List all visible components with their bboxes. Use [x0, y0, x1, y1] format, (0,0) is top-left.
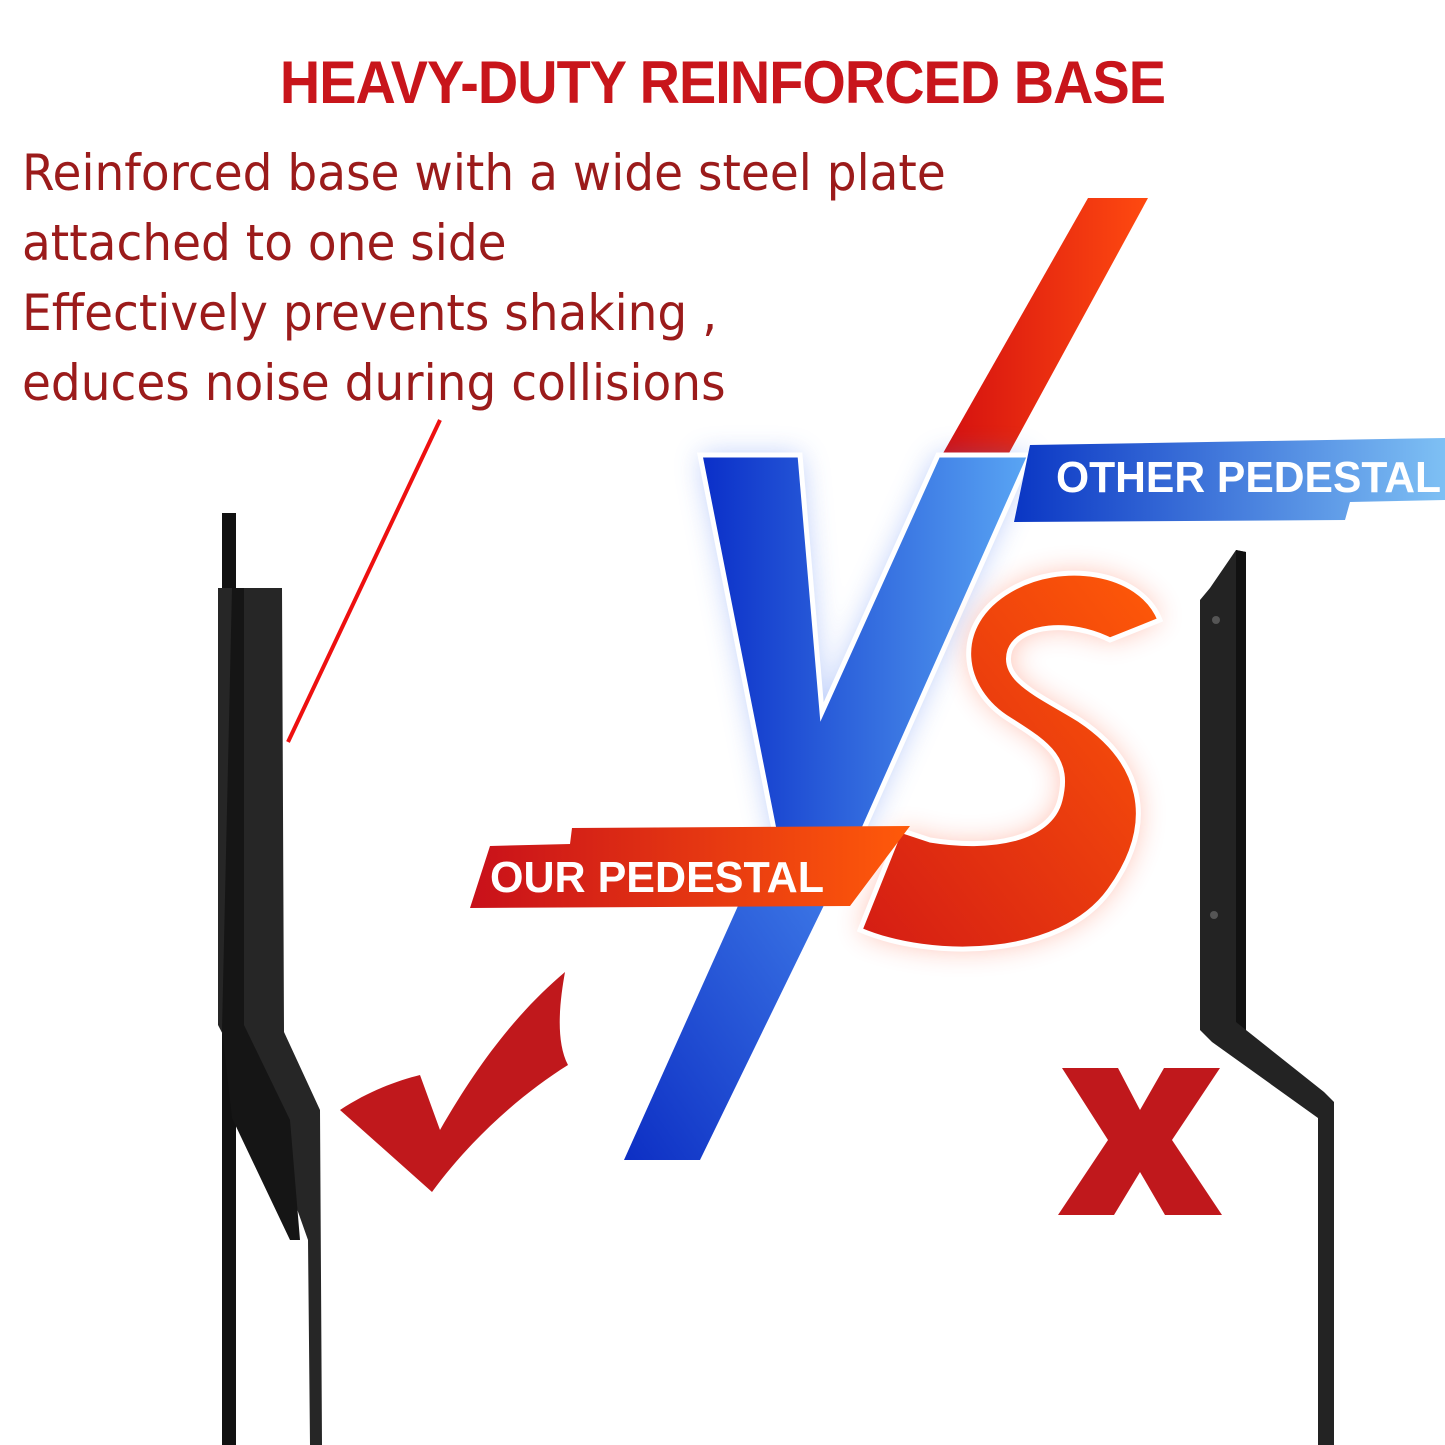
- pointer-line: [286, 419, 442, 743]
- page-title: HEAVY-DUTY REINFORCED BASE: [279, 49, 1166, 116]
- other-pedestal-text: OTHER PEDESTAL: [1056, 453, 1441, 502]
- our-pedestal-text: OUR PEDESTAL: [490, 853, 824, 902]
- vs-letter-s: [856, 570, 1164, 952]
- check-mark-icon: [340, 972, 568, 1192]
- our-pedestal-label: OUR PEDESTAL: [470, 826, 910, 908]
- description-line: educes noise during collisions: [22, 354, 726, 412]
- our-pedestal-bracket: [218, 513, 322, 1445]
- feature-description: Reinforced base with a wide steel plate …: [22, 138, 1056, 418]
- description-line: Reinforced base with a wide steel plate: [22, 144, 946, 202]
- vs-slash-top: [942, 198, 1148, 455]
- other-pedestal-bracket: [1200, 550, 1334, 1445]
- x-mark-icon: [1058, 1068, 1222, 1215]
- description-line: attached to one side: [22, 214, 507, 272]
- description-line: Effectively prevents shaking ,: [22, 284, 718, 342]
- vs-letter-v: [696, 452, 1034, 863]
- other-pedestal-label: OTHER PEDESTAL: [1014, 438, 1445, 522]
